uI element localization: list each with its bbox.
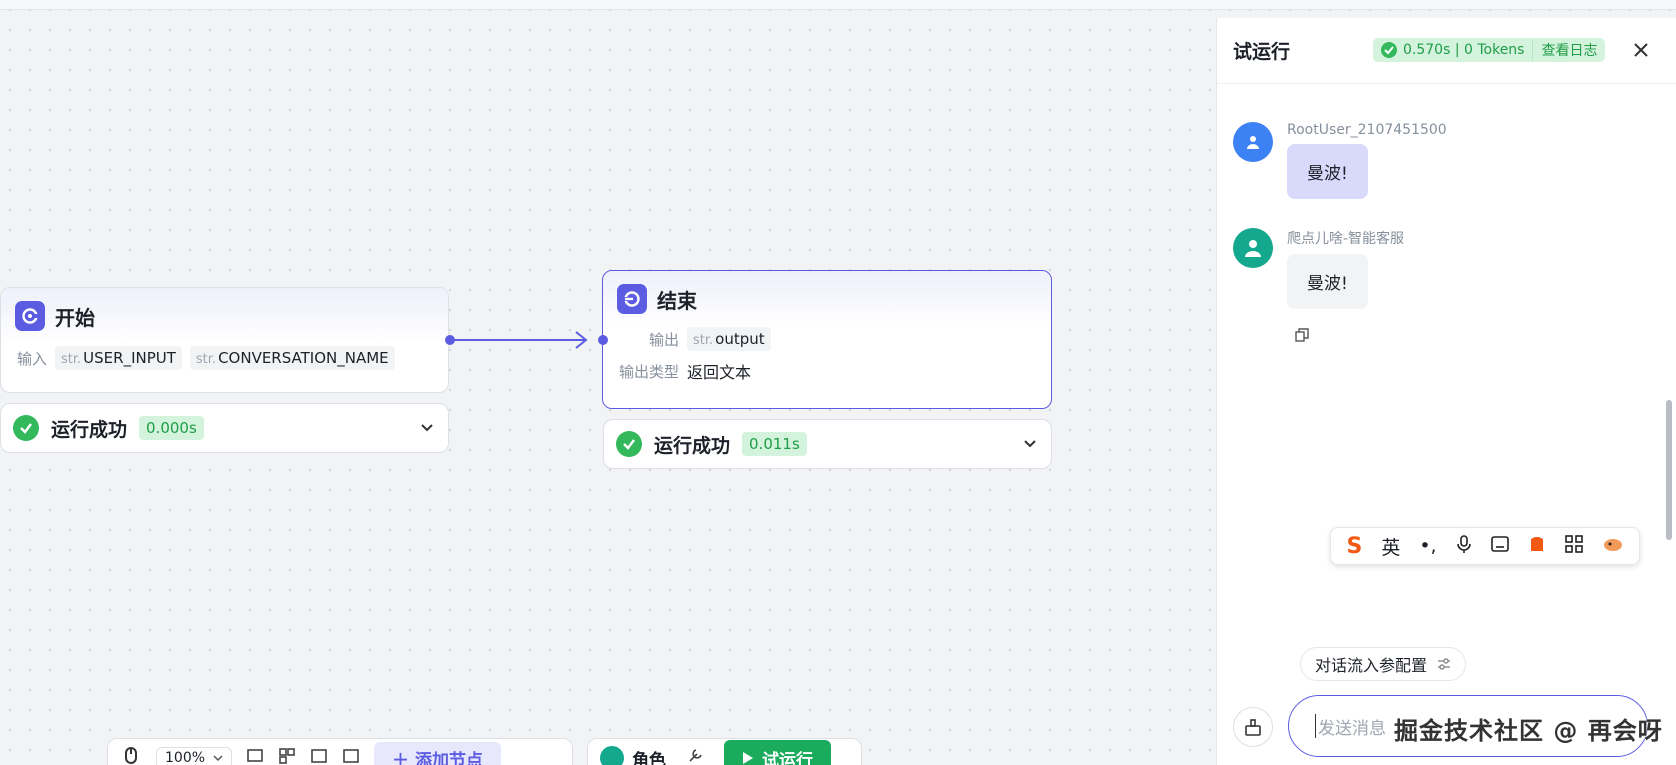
panel-header: 试运行: [1217, 18, 1676, 84]
chevron-down-icon[interactable]: [418, 419, 436, 437]
ime-toolbar: S 英 •,: [1330, 527, 1640, 565]
broom-icon: [1245, 719, 1261, 736]
bot-avatar-icon: [1233, 228, 1273, 268]
success-check-icon: [616, 431, 642, 457]
zoom-value: 100%: [165, 750, 206, 765]
top-bar: [0, 0, 1676, 10]
skin-icon[interactable]: [1528, 535, 1546, 558]
message-input[interactable]: 发送消息: [1288, 695, 1648, 757]
duration-badge: 0.011s: [742, 432, 807, 456]
panel-title: 试运行: [1233, 41, 1291, 63]
message-sender: RootUser_2107451500: [1287, 122, 1447, 138]
output-type-value: 返回文本: [687, 363, 752, 382]
var-type: str.: [693, 333, 714, 348]
success-check-icon: [1381, 42, 1397, 58]
start-output-port[interactable]: [445, 335, 455, 345]
ime-punctuation[interactable]: •,: [1419, 535, 1437, 557]
text-cursor: [1315, 714, 1316, 738]
sogou-logo-icon[interactable]: S: [1346, 533, 1363, 559]
pointer-mode-icon[interactable]: [120, 745, 142, 765]
output-type-label: 输出类型: [619, 362, 680, 381]
success-check-icon: [13, 415, 39, 441]
start-node-icon: [15, 301, 45, 331]
end-node[interactable]: 结束 输出 str.output 输出类型 返回文本: [602, 270, 1052, 409]
input-var-tag: str.USER_INPUT: [55, 346, 182, 370]
add-node-label: 添加节点: [414, 750, 483, 765]
minimap-icon[interactable]: [342, 747, 360, 765]
input-var-tag: str.CONVERSATION_NAME: [189, 346, 395, 370]
comment-icon[interactable]: [246, 747, 264, 765]
var-type: str.: [195, 352, 217, 367]
run-stats-text: 0.570s | 0 Tokens: [1403, 42, 1525, 58]
debug-panel: 试运行 0.570s | 0 Tokens 查看日志 RootUser_2107…: [1216, 18, 1676, 765]
message-placeholder: 发送消息: [1318, 718, 1386, 739]
close-icon[interactable]: [1629, 38, 1653, 62]
run-button[interactable]: 试运行: [724, 739, 831, 765]
start-run-status[interactable]: 运行成功 0.000s: [0, 403, 449, 453]
status-label: 运行成功: [51, 418, 128, 441]
end-input-port[interactable]: [598, 335, 608, 345]
start-node-header: 开始: [1, 288, 448, 344]
message-bubble: 曼波!: [1287, 144, 1368, 199]
user-avatar-icon: [1233, 122, 1273, 162]
run-stats-badge: 0.570s | 0 Tokens 查看日志: [1373, 38, 1606, 62]
start-node-title: 开始: [55, 305, 95, 330]
clear-chat-button[interactable]: [1233, 707, 1273, 747]
message-bubble: 曼波!: [1287, 254, 1368, 309]
zoom-select[interactable]: 100%: [156, 747, 233, 765]
duration-badge: 0.000s: [139, 416, 204, 440]
keyboard-icon[interactable]: [1490, 535, 1509, 557]
end-run-status[interactable]: 运行成功 0.011s: [603, 419, 1052, 469]
end-node-icon: [617, 284, 647, 314]
microphone-icon[interactable]: [1456, 534, 1472, 558]
copy-icon[interactable]: [1295, 327, 1404, 346]
chevron-down-icon[interactable]: [1021, 435, 1039, 453]
end-node-title: 结束: [657, 288, 697, 313]
var-name: output: [715, 330, 765, 348]
view-log-link[interactable]: 查看日志: [1532, 40, 1605, 60]
var-type: str.: [61, 352, 82, 367]
role-label: 角色: [632, 750, 666, 765]
run-toolbar: 角色 试运行: [587, 738, 862, 765]
status-label: 运行成功: [654, 434, 731, 457]
chevron-down-icon: [213, 755, 223, 762]
layout-icon[interactable]: [278, 747, 296, 765]
settings-sliders-icon: [1438, 658, 1451, 670]
param-config-button[interactable]: 对话流入参配置: [1300, 647, 1467, 681]
apps-grid-icon[interactable]: [1564, 534, 1583, 558]
ime-language[interactable]: 英: [1381, 536, 1401, 559]
role-selector[interactable]: 角色: [600, 746, 666, 765]
end-node-header: 结束: [603, 271, 1051, 327]
chat-message-user: RootUser_2107451500 曼波!: [1233, 122, 1447, 199]
message-sender: 爬点儿啥-智能客服: [1287, 231, 1405, 247]
output-var-tag: str.output: [687, 327, 771, 351]
run-label: 试运行: [762, 750, 813, 765]
canvas-toolbar: 100% ＋ 添加节点: [107, 738, 573, 765]
image-icon[interactable]: [310, 747, 328, 765]
chat-message-bot: 爬点儿啥-智能客服 曼波!: [1233, 228, 1404, 346]
var-name: USER_INPUT: [83, 349, 176, 367]
wrench-icon[interactable]: [686, 747, 704, 765]
start-input-label: 输入: [17, 349, 48, 368]
var-name: CONVERSATION_NAME: [218, 349, 389, 367]
start-node[interactable]: 开始 输入 str.USER_INPUT str.CONVERSATION_NA…: [0, 287, 449, 393]
mascot-icon[interactable]: [1602, 535, 1624, 557]
scrollbar[interactable]: [1666, 400, 1672, 540]
role-avatar-icon: [600, 746, 624, 765]
param-config-label: 对话流入参配置: [1315, 656, 1428, 675]
play-icon: [743, 752, 753, 764]
watermark: 掘金技术社区 @ 再会呀: [1394, 717, 1663, 745]
end-output-label: 输出: [649, 330, 680, 349]
add-node-button[interactable]: ＋ 添加节点: [374, 741, 501, 765]
